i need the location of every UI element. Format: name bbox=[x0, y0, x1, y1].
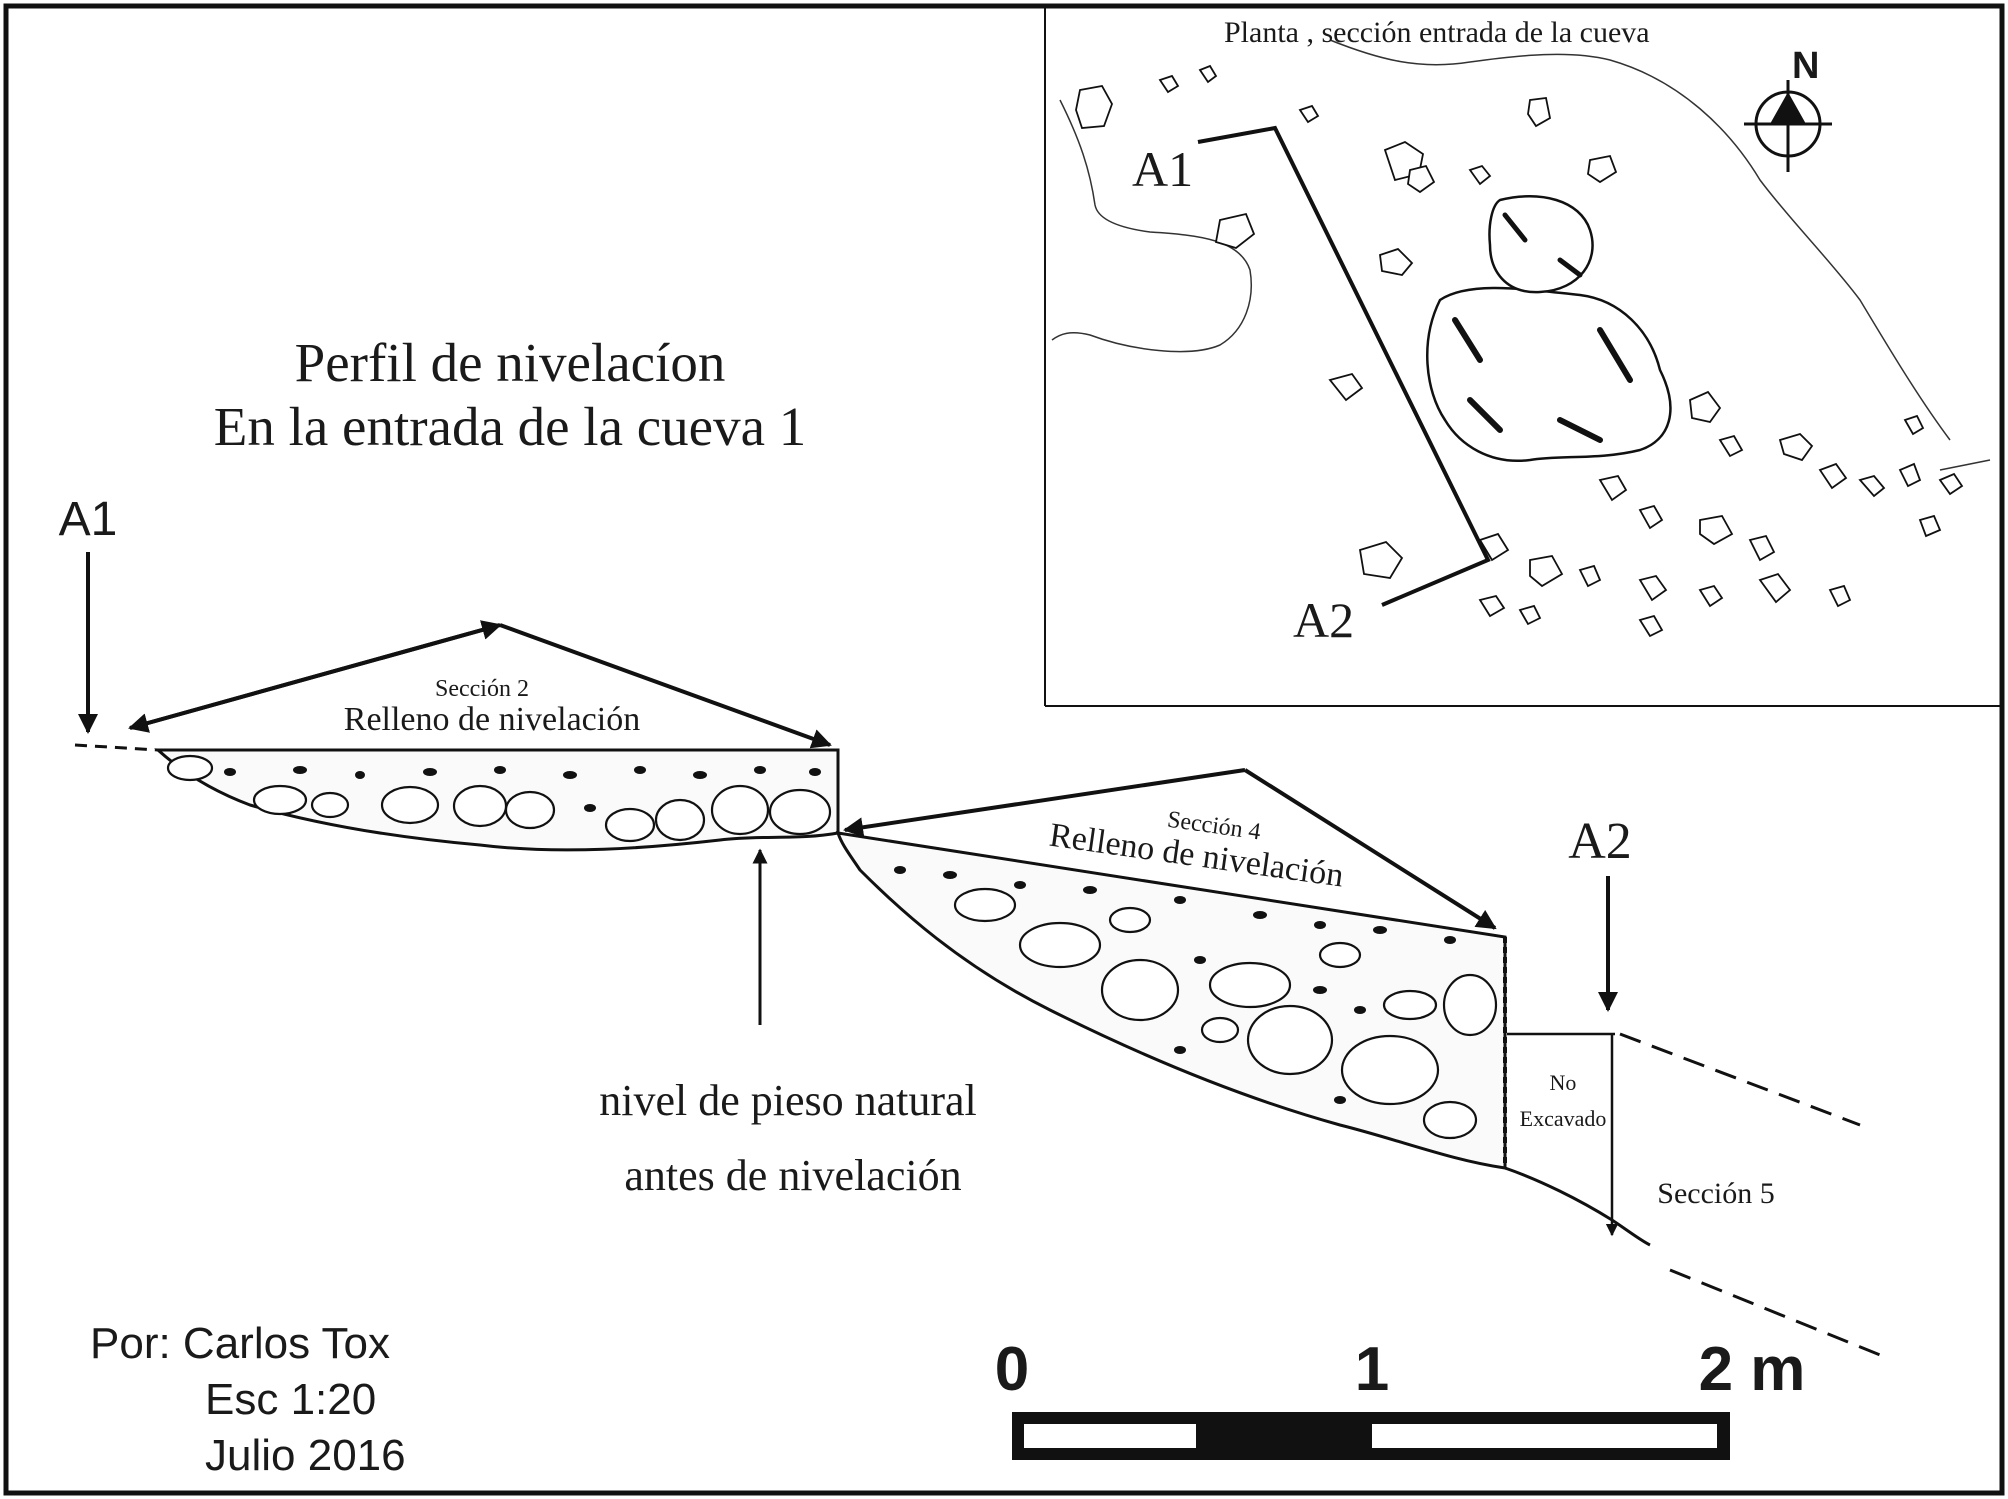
inset-a1-label: A1 bbox=[1132, 141, 1193, 197]
floor-label-line2: antes de nivelación bbox=[624, 1151, 961, 1200]
credits-scale: Esc 1:20 bbox=[205, 1375, 376, 1424]
scale-label-0: 0 bbox=[995, 1335, 1029, 1404]
north-arrow-icon: N bbox=[1744, 45, 1832, 172]
svg-text:N: N bbox=[1792, 45, 1819, 87]
fill-rocks bbox=[166, 754, 1498, 1140]
page-title-line2: En la entrada de la cueva 1 bbox=[214, 396, 806, 457]
page-title-line1: Perfil de nivelacíon bbox=[295, 332, 726, 393]
inset-a2-label: A2 bbox=[1293, 592, 1354, 648]
seccion-2-label: Sección 2 bbox=[435, 676, 529, 702]
floor-label-line1: nivel de pieso natural bbox=[599, 1076, 977, 1125]
cave-outline bbox=[1051, 99, 1252, 353]
natural-ground-line bbox=[1504, 1166, 1651, 1247]
inset-title: Planta , sección entrada de la cueva bbox=[1224, 16, 1650, 49]
no-excavado-line1: No bbox=[1550, 1070, 1577, 1095]
scattered-rocks bbox=[1075, 64, 1964, 638]
credits-author: Por: Carlos Tox bbox=[90, 1319, 390, 1368]
inset-plan-map: A1 A2 Planta , sección entrada de la cue… bbox=[1044, 8, 2000, 707]
seccion-5-label: Sección 5 bbox=[1657, 1177, 1774, 1210]
profile-a2-label: A2 bbox=[1568, 813, 1632, 870]
scale-label-2m: 2 m bbox=[1699, 1335, 1806, 1404]
section-line-a1-a2 bbox=[1197, 125, 1491, 607]
seccion-2-desc: Relleno de nivelación bbox=[344, 701, 640, 738]
large-boulder bbox=[1426, 286, 1672, 463]
fill-flecks bbox=[224, 766, 1456, 1104]
profile-a1-label: A1 bbox=[59, 493, 118, 546]
outer-frame bbox=[3, 3, 2005, 1496]
scale-label-1: 1 bbox=[1355, 1335, 1389, 1404]
credits-date: Julio 2016 bbox=[205, 1431, 406, 1480]
profile-section: A1 bbox=[59, 493, 1881, 1357]
credits-block: Por: Carlos Tox Esc 1:20 Julio 2016 bbox=[90, 1319, 406, 1480]
no-excavado-line2: Excavado bbox=[1520, 1106, 1607, 1131]
scale-bar: 0 1 2 m bbox=[995, 1335, 1806, 1460]
